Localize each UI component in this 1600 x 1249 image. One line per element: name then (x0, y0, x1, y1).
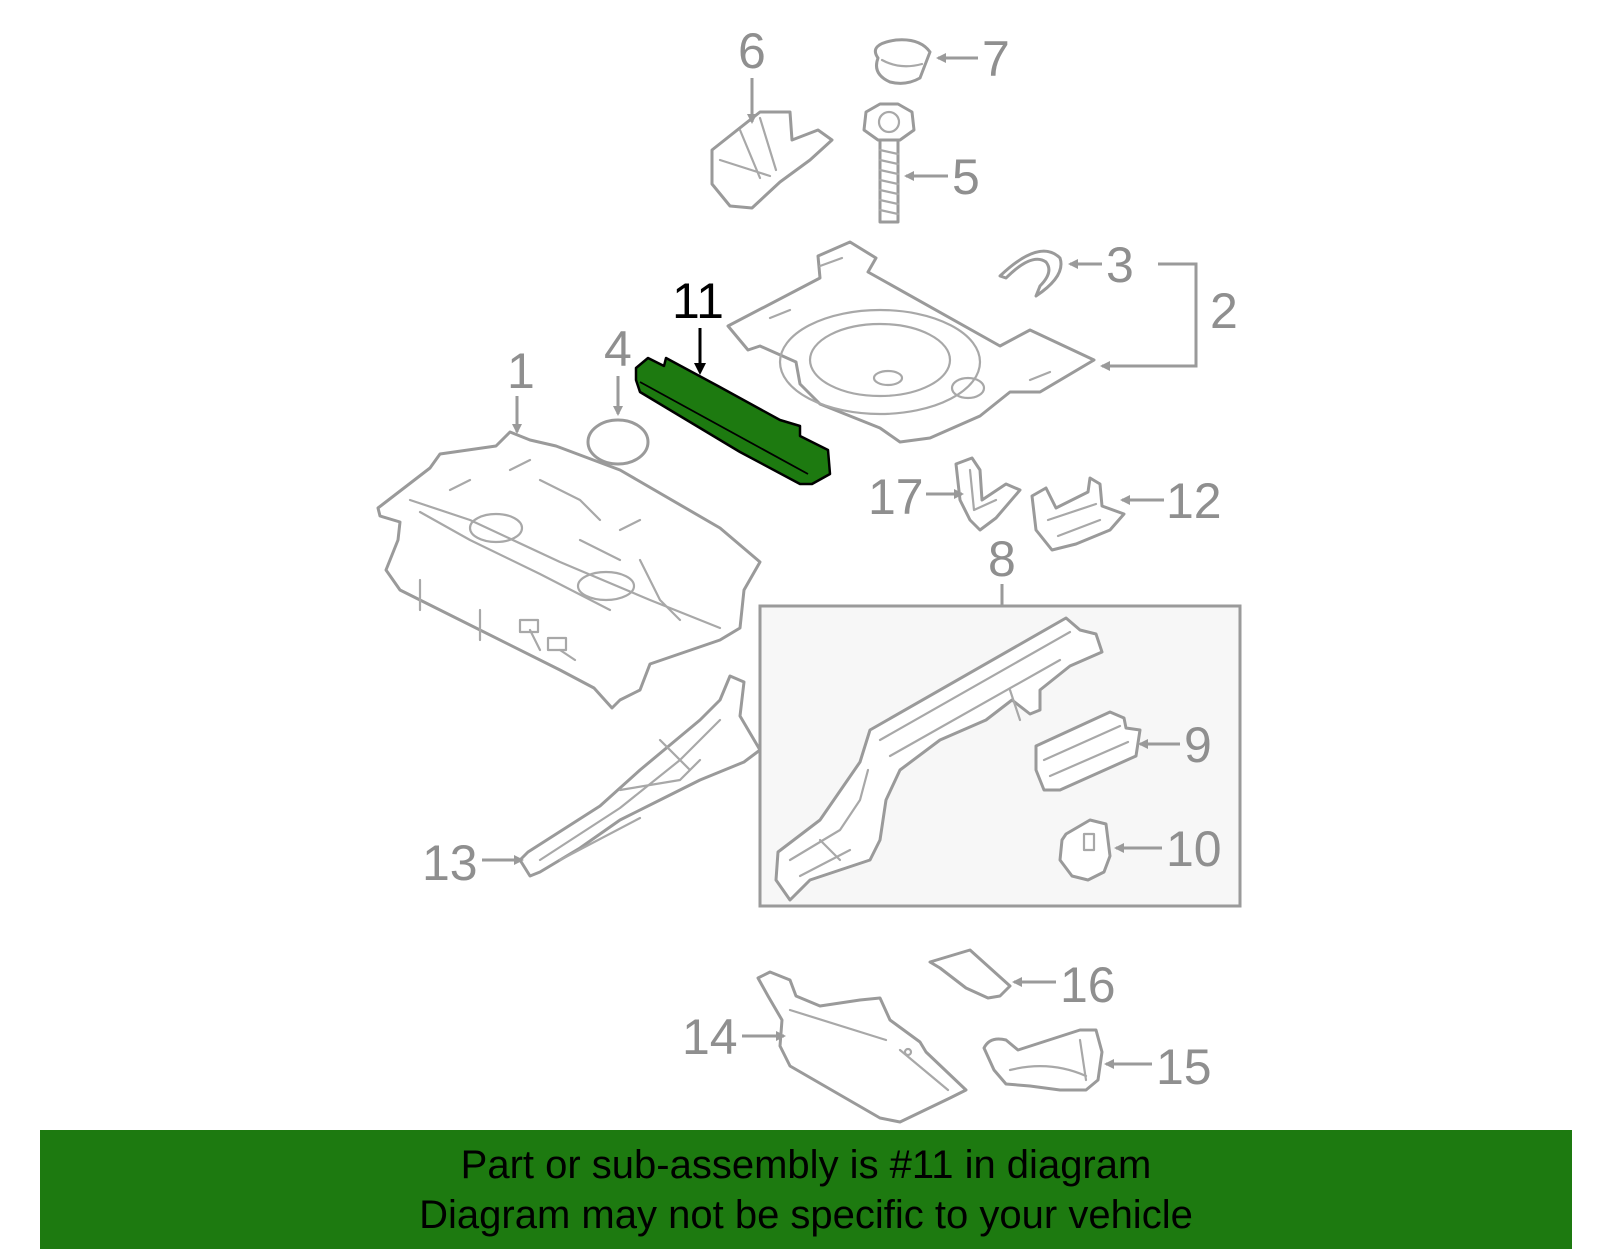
callout-12: 12 (1166, 473, 1222, 529)
callout-1: 1 (507, 343, 535, 399)
part-14-plate (756, 970, 968, 1124)
parts-diagram: 1 2 3 4 5 6 7 8 9 10 11 12 13 14 15 16 1… (376, 23, 1242, 1124)
part-6-bracket (710, 110, 834, 210)
part-16-plate (928, 948, 1012, 1000)
callout-17: 17 (868, 469, 924, 525)
callout-15: 15 (1156, 1039, 1212, 1095)
part-3-clip (998, 249, 1063, 298)
part-1-floor-pan (376, 430, 762, 710)
callout-7: 7 (982, 31, 1010, 87)
footer-line-2: Diagram may not be specific to your vehi… (419, 1192, 1193, 1237)
leader-lines (482, 53, 1198, 1069)
part-8-rail (774, 616, 1104, 902)
part-2-spare-wheel-pan (726, 240, 1096, 444)
part-4-grommet (586, 418, 650, 466)
callout-6: 6 (738, 23, 766, 79)
callout-4: 4 (604, 321, 632, 377)
callout-3: 3 (1106, 237, 1134, 293)
part-11-crossmember (634, 356, 832, 486)
callout-14: 14 (682, 1009, 738, 1065)
part-17-bracket (954, 456, 1022, 532)
part-13-sill (518, 674, 762, 878)
callout-10: 10 (1166, 821, 1222, 877)
callout-9: 9 (1184, 717, 1212, 773)
callout-11: 11 (672, 273, 724, 329)
footer-banner: Part or sub-assembly is #11 in diagram D… (40, 1130, 1572, 1249)
footer-line-1: Part or sub-assembly is #11 in diagram (460, 1142, 1152, 1187)
part-10-bracket (1058, 818, 1112, 882)
part-12-bracket (1030, 476, 1126, 552)
callout-13: 13 (422, 835, 478, 891)
callout-8: 8 (988, 531, 1016, 587)
part-15-bracket (982, 1028, 1104, 1092)
part-7-plug (873, 38, 932, 85)
part-5-bolt (862, 102, 916, 224)
callout-16: 16 (1060, 957, 1116, 1013)
callout-2: 2 (1210, 283, 1238, 339)
callout-5: 5 (952, 149, 980, 205)
